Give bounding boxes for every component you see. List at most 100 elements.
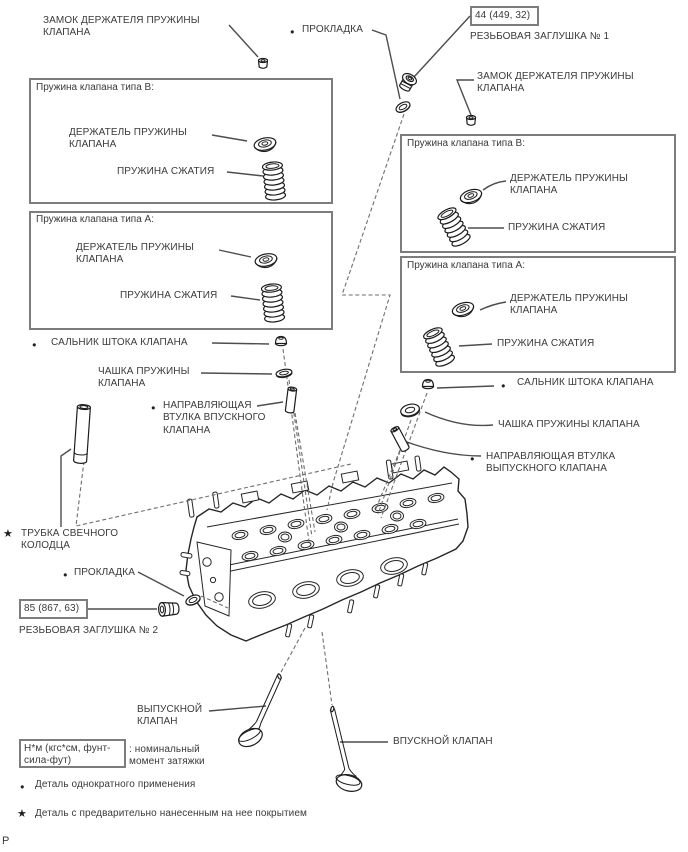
callout-exhaust-valve: ВЫПУСКНОЙ КЛАПАН [137,704,202,729]
callout-spring-cup-left: ЧАШКА ПРУЖИНЫ КЛАПАНА [98,366,190,391]
callout-spring-retainer-left-a: ДЕРЖАТЕЛЬ ПРУЖИНЫ КЛАПАНА [76,242,194,267]
callout-stem-seal-left: САЛЬНИК ШТОКА КЛАПАНА [51,337,188,348]
label-line: КЛАПАНА [43,27,91,39]
callout-intake-valve: ВПУСКНОЙ КЛАПАН [393,736,493,747]
callout-stem-seal-right: САЛЬНИК ШТОКА КЛАПАНА [517,377,654,388]
callout-gasket-top: ПРОКЛАДКА [302,24,363,35]
spring-retainer-part-right-b [458,186,485,208]
bullet-icon: ● [32,340,37,349]
intake-valve-guide-part [284,386,298,414]
label-line: ВТУЛКА ВПУСКНОГО [163,412,266,424]
label-line: ЗАМОК ДЕРЖАТЕЛЯ ПРУЖИНЫ [43,15,200,26]
compression-spring-part-left-b [261,160,287,202]
label-line: НАПРАВЛЯЮЩАЯ ВТУЛКА [486,451,616,462]
label-line: ВЫПУСКНОЙ [137,704,203,715]
spring-retainer-part-left-a [253,251,279,271]
spring-box-right-type-a [400,256,676,373]
screw-plug2-part [157,602,180,617]
spring-box-right-type-b [400,134,676,253]
legend-precoated-note: Деталь с предварительно нанесенным на не… [35,808,308,819]
head-lifter-bores [231,492,445,562]
label-line: КЛАПАНА [163,424,211,436]
label-line: НАПРАВЛЯЮЩАЯ [163,400,252,411]
spring-box-title-right-b: Пружина клапана типа B: [407,138,525,149]
label-line: ВЫПУСКНОГО КЛАПАНА [486,463,608,475]
callout-gasket-bottom: ПРОКЛАДКА [74,567,135,578]
torque-value-plug1: 44 (449, 32) [475,10,531,21]
bullet-icon: ● [20,782,25,791]
compression-spring-part-left-a [260,282,286,324]
spring-retainer-part-left-b [252,135,278,155]
gasket-washer-part-top [393,99,413,116]
label-line: ДЕРЖАТЕЛЬ ПРУЖИНЫ [510,293,628,304]
callout-valve-spring-retainer-lock-left: ЗАМОК ДЕРЖАТЕЛЯ ПРУЖИНЫ КЛАПАНА [43,15,200,40]
label-line: КЛАПАНА [510,305,558,317]
label-line: Н*м (кгс*см, фунт- [24,743,111,754]
head-spark-plug-wells [278,510,404,543]
label-line: ДЕРЖАТЕЛЬ ПРУЖИНЫ [76,242,194,253]
torque-value-plug2: 85 (867, 63) [24,603,80,614]
screw-plug1-part [399,72,418,92]
label-line: КЛАПАНА [477,83,525,95]
torque-box-plug2 [19,599,88,619]
callout-spring-retainer-left-b: ДЕРЖАТЕЛЬ ПРУЖИНЫ КЛАПАНА [69,127,187,152]
label-line: ДЕРЖАТЕЛЬ ПРУЖИНЫ [69,127,187,138]
label-line: сила-фут) [24,755,72,767]
bullet-icon: ● [470,454,475,463]
callout-intake-valve-guide: НАПРАВЛЯЮЩАЯ ВТУЛКА ВПУСКНОГО КЛАПАНА [163,400,265,437]
callout-valve-spring-retainer-lock-right: ЗАМОК ДЕРЖАТЕЛЯ ПРУЖИНЫ КЛАПАНА [477,71,634,96]
label-line: КЛАПАНА [98,378,146,390]
head-ports [248,557,408,609]
bullet-icon: ● [290,27,295,36]
compression-spring-part-right-b [435,204,473,250]
valve-keeper-part-left [257,57,269,69]
callout-threaded-plug2: РЕЗЬБОВАЯ ЗАГЛУШКА № 2 [19,625,159,636]
head-studs-bottom [285,562,429,638]
legend-torque-note: : номинальный момент затяжки [129,744,205,769]
bullet-icon: ● [501,381,506,390]
label-line: : номинальный [129,744,200,755]
label-line: ТРУБКА СВЕЧНОГО [21,528,119,539]
intake-valve-part [329,705,363,792]
torque-box-plug1 [470,6,539,26]
head-left-flange [179,541,232,617]
label-line: КЛАПАН [137,716,178,728]
label-line: момент затяжки [129,756,205,768]
callout-compression-spring-left-a: ПРУЖИНА СЖАТИЯ [120,290,218,301]
label-line: КЛАПАНА [510,185,558,197]
spring-box-title-right-a: Пружина клапана типа A: [407,260,525,271]
callout-compression-spring-right-b: ПРУЖИНА СЖАТИЯ [508,222,606,233]
page-marker: P [2,835,10,847]
label-line: ЧАШКА ПРУЖИНЫ [98,366,190,377]
label-line: КОЛОДЦА [21,540,71,552]
spring-box-left-type-a [29,211,333,330]
spring-cup-part-right [398,401,422,420]
callout-spring-cup-right: ЧАШКА ПРУЖИНЫ КЛАПАНА [498,419,640,430]
valve-keeper-part-right [465,114,477,126]
spring-cup-part-left [274,367,294,380]
label-line: ДЕРЖАТЕЛЬ ПРУЖИНЫ [510,173,628,184]
spring-box-left-type-b [29,78,333,204]
compression-spring-part-right-a [421,324,457,370]
legend-torque-unit: Н*м (кгс*см, фунт- сила-фут) [24,743,111,768]
spring-box-title-left-a: Пружина клапана типа A: [36,214,154,225]
label-line: ЗАМОК ДЕРЖАТЕЛЯ ПРУЖИНЫ [477,71,634,82]
callout-spring-retainer-right-a: ДЕРЖАТЕЛЬ ПРУЖИНЫ КЛАПАНА [510,293,628,318]
cylinder-head-illustration [179,455,469,642]
label-line: КЛАПАНА [76,254,124,266]
bullet-icon: ● [151,403,156,412]
spark-plug-tube-part [73,404,92,464]
label-line: КЛАПАНА [69,139,117,151]
torque-legend-box [19,739,126,768]
callout-compression-spring-left-b: ПРУЖИНА СЖАТИЯ [117,166,215,177]
callout-threaded-plug1: РЕЗЬБОВАЯ ЗАГЛУШКА № 1 [470,31,610,42]
stem-seal-part-left [274,335,288,347]
callout-spark-plug-tube: ТРУБКА СВЕЧНОГО КОЛОДЦА [21,528,118,553]
star-icon: ★ [3,528,13,540]
exhaust-valve-guide-part [389,424,411,454]
bullet-icon: ● [63,570,68,579]
callout-compression-spring-right-a: ПРУЖИНА СЖАТИЯ [497,338,595,349]
callout-exhaust-valve-guide: НАПРАВЛЯЮЩАЯ ВТУЛКА ВЫПУСКНОГО КЛАПАНА [486,451,615,476]
